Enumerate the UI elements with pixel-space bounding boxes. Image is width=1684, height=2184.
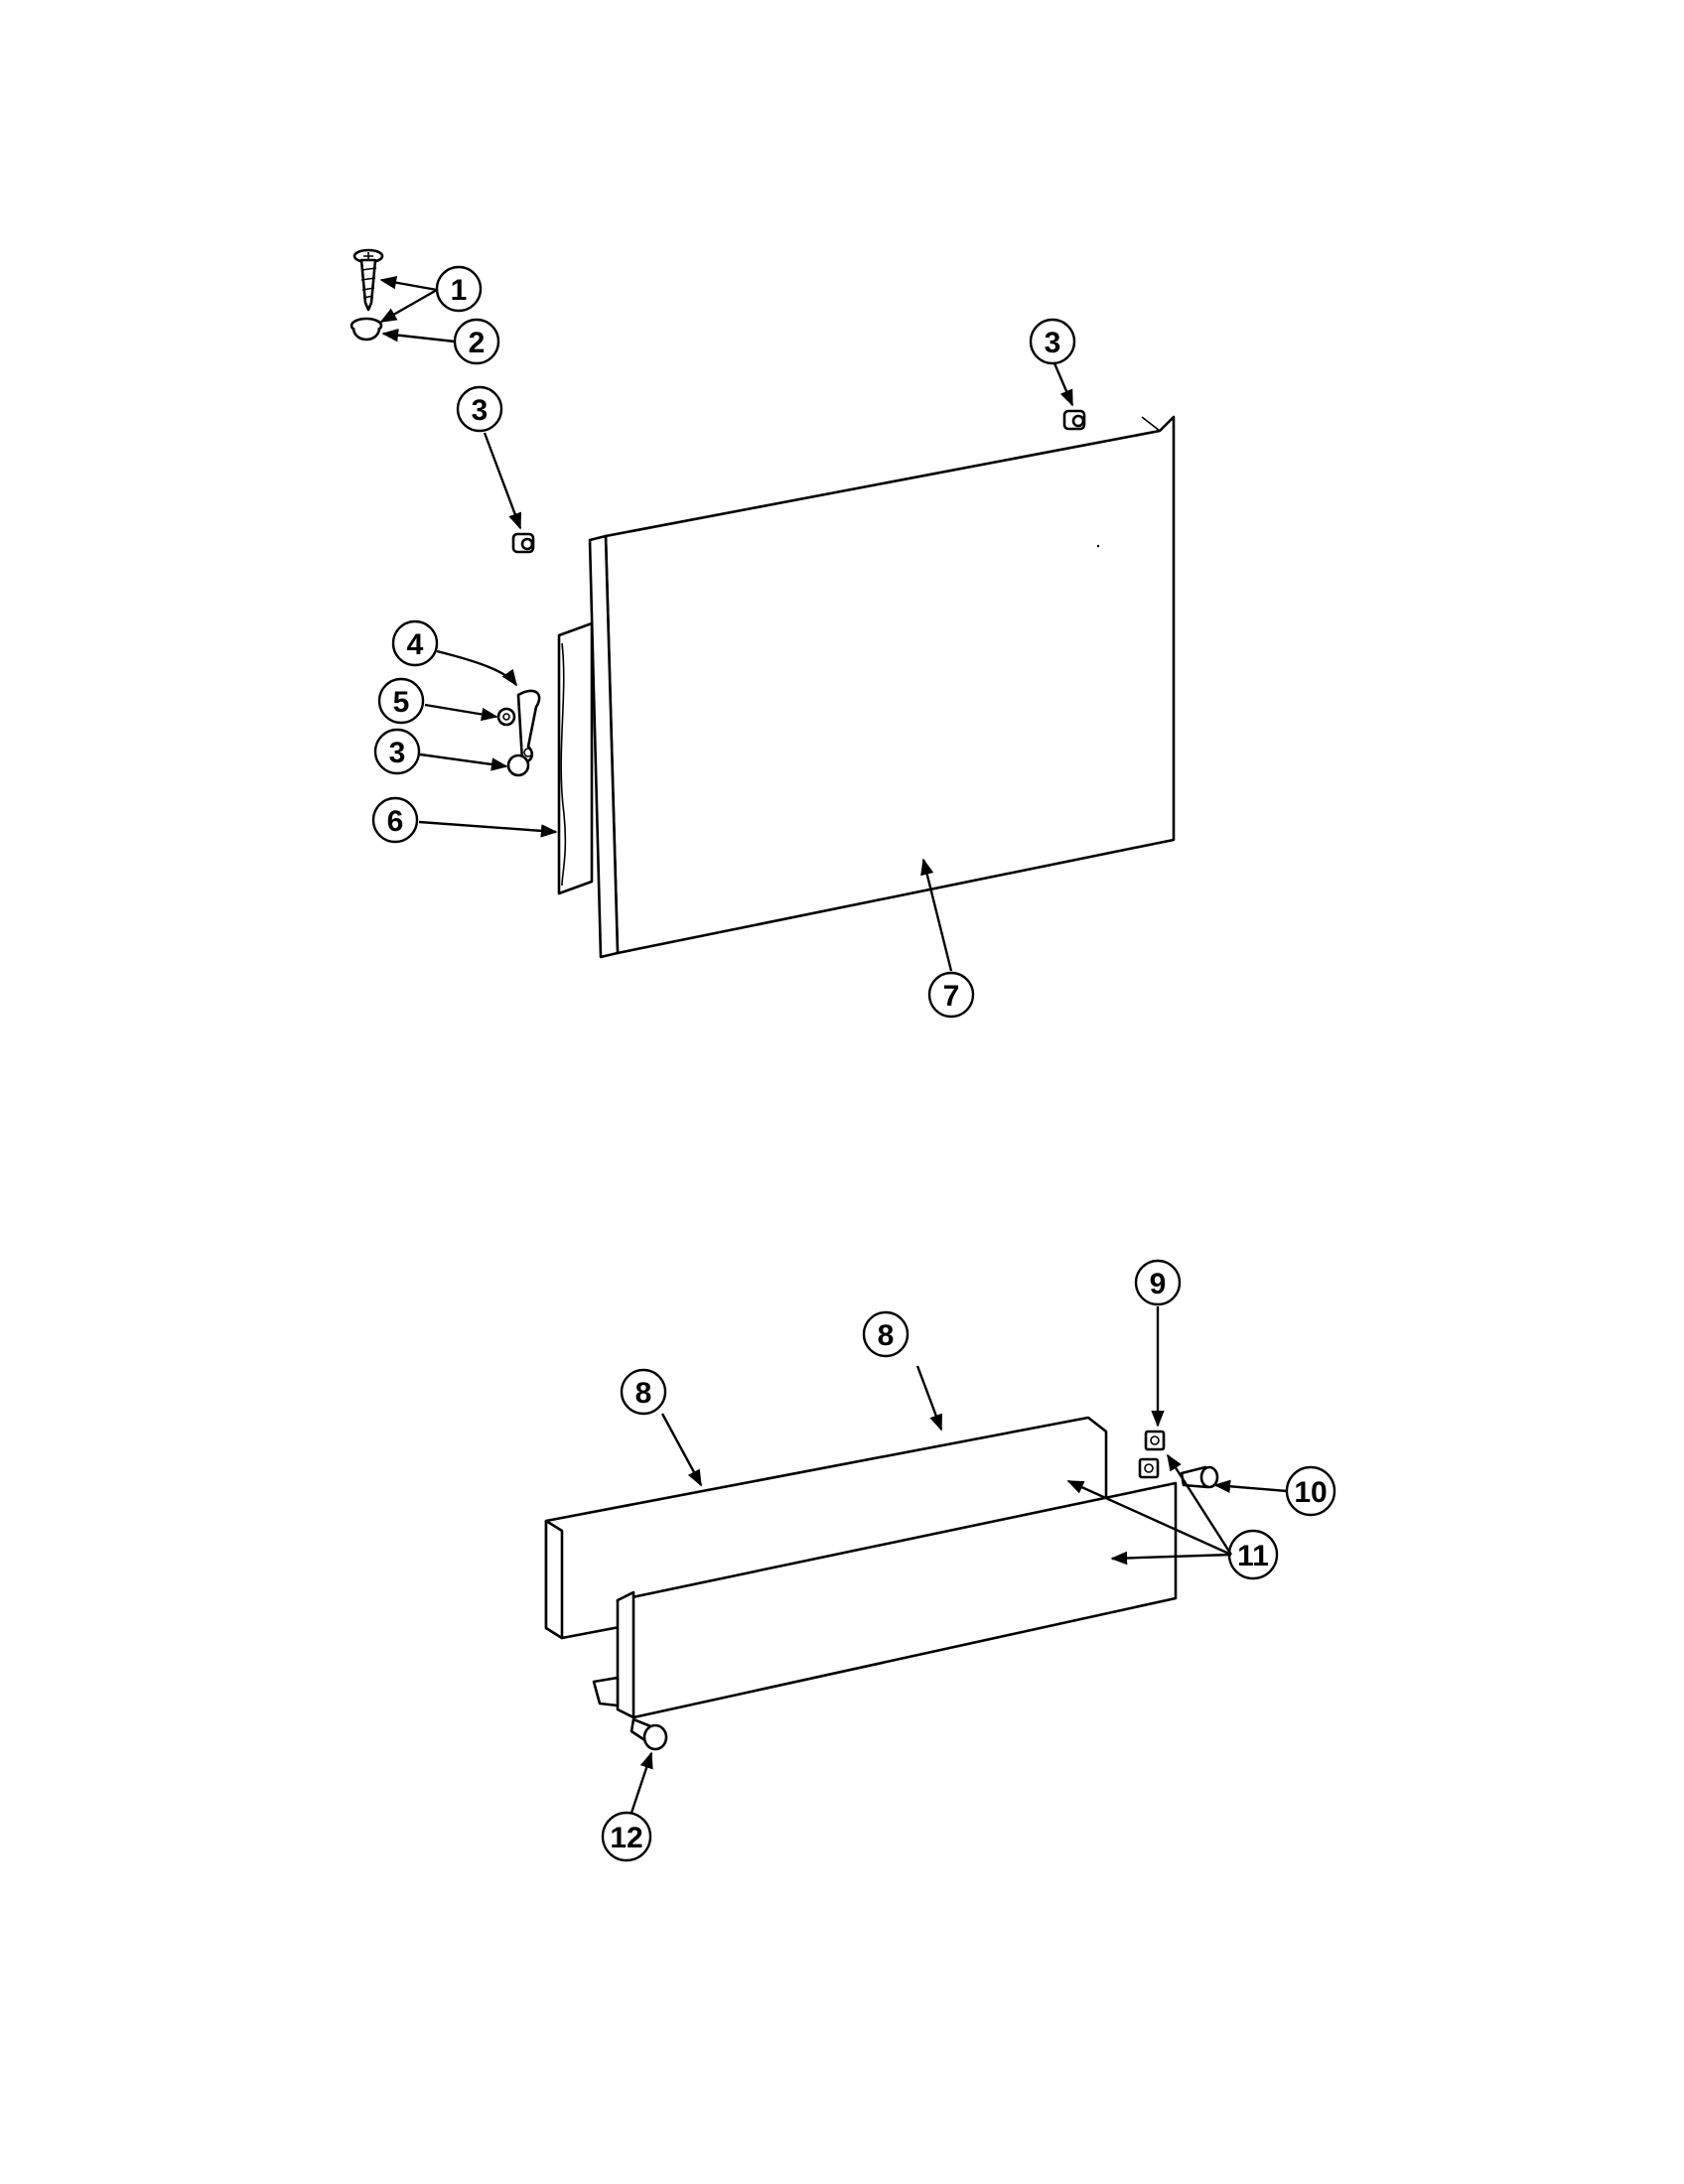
callout-10: 10 [1285, 1465, 1336, 1517]
door-insulation-pad [557, 621, 594, 895]
callout-label-5: 5 [393, 686, 410, 719]
callout-3-top-right: 3 [1029, 318, 1076, 365]
callout-2: 2 [453, 318, 500, 365]
callout-12: 12 [601, 1811, 652, 1862]
callout-5: 5 [377, 677, 425, 725]
clip-nut-part-top-right [1062, 409, 1086, 431]
kickplate-assembly [544, 1416, 1219, 1751]
clip-nut-part-middle [506, 753, 530, 777]
callout-11: 11 [1227, 1529, 1279, 1580]
callout-label-11: 11 [1237, 1540, 1269, 1572]
callout-label-10: 10 [1294, 1476, 1327, 1509]
callout-label-3b: 3 [1045, 327, 1061, 359]
callout-1: 1 [435, 265, 483, 313]
callout-label-3a: 3 [472, 394, 489, 427]
door-panel-assembly [350, 248, 1176, 959]
callout-label-6: 6 [387, 805, 404, 838]
callout-6: 6 [371, 796, 419, 844]
callout-label-7: 7 [943, 980, 960, 1013]
screw-part [352, 248, 384, 312]
callout-9: 9 [1134, 1259, 1182, 1306]
callout-label-4: 4 [407, 628, 424, 661]
callout-label-1: 1 [451, 274, 468, 307]
callout-label-8b: 8 [635, 1377, 652, 1410]
callout-8-left: 8 [620, 1368, 667, 1416]
callout-label-3c: 3 [389, 737, 406, 769]
handle-bracket-part [516, 689, 541, 763]
washer-part [496, 707, 516, 727]
leader-lines [379, 276, 1288, 1814]
clip-nut-part-upper-left [511, 532, 535, 554]
callout-3-upper-left: 3 [456, 385, 503, 433]
callout-4: 4 [391, 619, 439, 667]
kickplate-panel [592, 1481, 1178, 1719]
screw-part-12 [630, 1717, 668, 1751]
callout-8-right: 8 [862, 1310, 910, 1358]
callout-label-8a: 8 [878, 1319, 895, 1352]
mounting-bracket-part [1138, 1430, 1166, 1479]
callout-label-2: 2 [469, 327, 486, 359]
callout-label-12: 12 [610, 1822, 642, 1854]
callout-label-9: 9 [1150, 1268, 1167, 1300]
outer-door-panel [588, 415, 1176, 959]
callout-3-middle: 3 [373, 728, 421, 775]
plug-button-part [350, 317, 383, 341]
callout-7: 7 [927, 971, 975, 1019]
